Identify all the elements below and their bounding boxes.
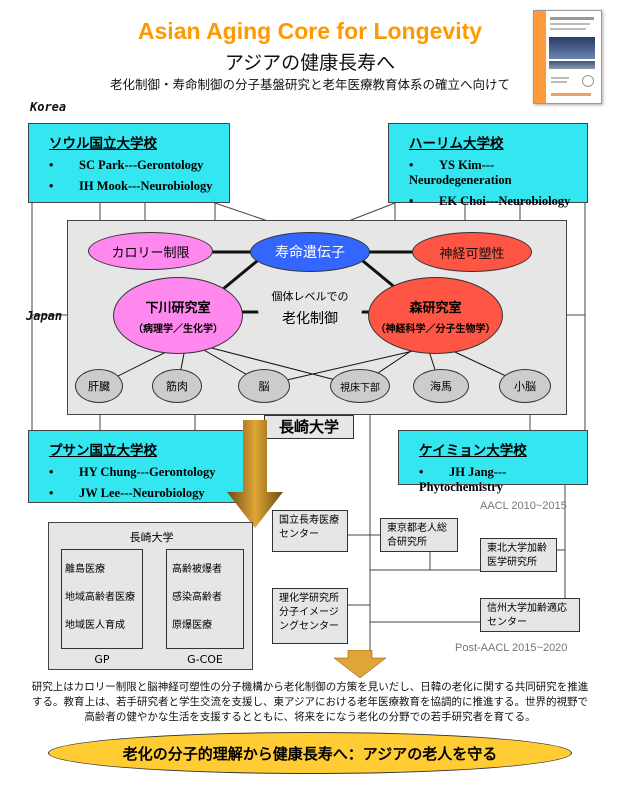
member-item: IH Mook---Neurobiology [49, 179, 229, 194]
aging-control-node: 個体レベルでの 老化制御 [258, 272, 362, 344]
longevity-gene-node: 寿命遺伝子 [250, 232, 370, 272]
organ-cerebellum: 小脳 [499, 369, 551, 403]
organ-brain: 脳 [238, 369, 290, 403]
page-tagline: 老化制御・寿命制御の分子基盤研究と老年医療教育体系の確立へ向けて [109, 77, 510, 92]
riken-box: 理化学研究所分子イメージングセンター [272, 588, 348, 644]
page-subtitle: アジアの健康長寿へ [224, 52, 396, 74]
member-item: EK Choi---Neurobiology [409, 194, 587, 209]
organ-hypothalamus: 視床下部 [330, 369, 390, 403]
bottom-slogan: 老化の分子的理解から健康長寿へ：アジアの老人を守る [48, 732, 572, 774]
shinshu-box: 信州大学加齢適応センター [480, 598, 580, 632]
calorie-restriction-node: カロリー制限 [88, 232, 213, 270]
member-item: JW Lee---Neurobiology [49, 486, 251, 501]
booklet-cover-image [533, 10, 602, 104]
ncgg-box: 国立長寿医療センター [272, 510, 348, 552]
keimyung-university-box: ケイミョン大学校 JH Jang---Phytochemistry [398, 430, 588, 494]
member-item: JH Jang---Phytochemistry [419, 465, 587, 495]
gp-item: 離島医療 [65, 564, 105, 575]
shimokawa-lab-field: （病理学／生化学） [133, 323, 223, 335]
shimokawa-lab-name: 下川研究室 [145, 300, 211, 316]
mori-lab-name: 森研究室 [409, 300, 462, 316]
gp-label: GP [94, 653, 110, 666]
post-aacl-period-label: Post-AACL 2015~2020 [455, 642, 568, 654]
japan-label: Japan [26, 309, 63, 323]
neuroplasticity-node: 神経可塑性 [412, 232, 532, 272]
gp-item: 地域医人育成 [65, 620, 125, 631]
pusan-university-box: プサン国立大学校 HY Chung---Gerontology JW Lee--… [28, 430, 252, 503]
nagasaki-education-box: 長崎大学 離島医療 地域高齢者医療 地域医人育成 高齢被爆者 感染高齢者 原爆医… [48, 522, 253, 670]
korea-label: Korea [30, 100, 67, 114]
mori-lab-node: 森研究室 （神経科学／分子生物学） [368, 277, 503, 354]
organ-muscle: 筋肉 [152, 369, 202, 403]
organ-hippocampus: 海馬 [413, 369, 469, 403]
shimokawa-lab-node: 下川研究室 （病理学／生化学） [113, 277, 243, 354]
hallym-university-name: ハーリム大学校 [409, 136, 504, 151]
aacl-period-label: AACL 2010~2015 [480, 500, 567, 512]
mori-lab-field: （神経科学／分子生物学） [375, 323, 496, 335]
down-arrow-icon [227, 420, 283, 528]
nagasaki-university-label: 長崎大学 [264, 415, 354, 439]
keimyung-university-name: ケイミョン大学校 [419, 443, 527, 458]
aging-control-line2: 老化制御 [282, 311, 338, 327]
gcoe-label: G-COE [187, 653, 223, 666]
gp-item: 地域高齢者医療 [65, 592, 135, 603]
page-title: Asian Aging Core for Longevity [137, 18, 483, 44]
gp-programs: 離島医療 地域高齢者医療 地域医人育成 [61, 549, 143, 649]
small-down-arrow-icon [333, 650, 387, 678]
aging-control-line1: 個体レベルでの [271, 290, 349, 303]
description-text: 研究上はカロリー制限と脳神経可塑性の分子機構から老化制御の方策を見いだし、日韓の… [31, 681, 589, 723]
tmig-box: 東京都老人総合研究所 [380, 518, 458, 552]
gcoe-item: 高齢被爆者 [172, 564, 222, 575]
hallym-university-box: ハーリム大学校 YS Kim---Neurodegeneration EK Ch… [388, 123, 588, 208]
pusan-university-name: プサン国立大学校 [49, 443, 157, 458]
gcoe-item: 原爆医療 [172, 620, 212, 631]
member-item: HY Chung---Gerontology [49, 465, 251, 480]
tohoku-box: 東北大学加齢医学研究所 [480, 538, 557, 572]
member-item: SC Park---Gerontology [49, 158, 229, 173]
member-item: YS Kim---Neurodegeneration [409, 158, 587, 188]
nagasaki-education-title: 長崎大学 [129, 531, 174, 544]
seoul-university-box: ソウル国立大学校 SC Park---Gerontology IH Mook--… [28, 123, 230, 203]
gcoe-item: 感染高齢者 [172, 592, 222, 603]
organ-liver: 肝臓 [75, 369, 123, 403]
gcoe-programs: 高齢被爆者 感染高齢者 原爆医療 [166, 549, 244, 649]
seoul-university-name: ソウル国立大学校 [49, 136, 157, 151]
